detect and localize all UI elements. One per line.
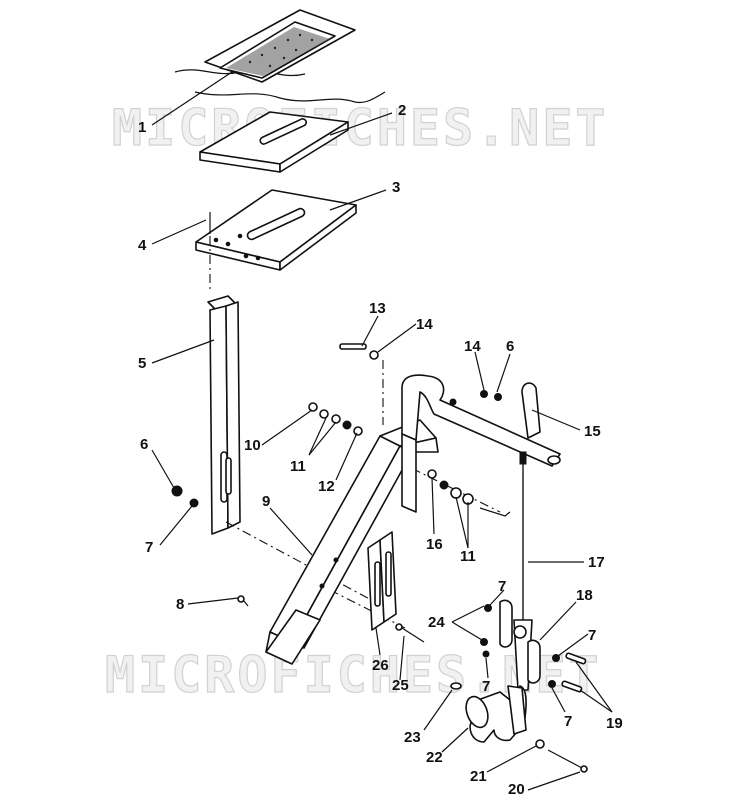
callout-6b: 6: [506, 338, 514, 355]
callout-22: 22: [426, 749, 443, 766]
callout-7: 7: [145, 539, 153, 556]
callout-11b: 11: [460, 548, 476, 565]
callout-7c: 7: [482, 678, 490, 695]
callout-17: 17: [588, 554, 605, 571]
callout-2: 2: [398, 102, 406, 119]
callout-10: 10: [244, 437, 261, 454]
leader-lines: [151, 71, 613, 791]
part-5-upright-bracket: [207, 295, 241, 535]
part-9-angled-tube: [265, 419, 439, 665]
centerline-b: [329, 589, 406, 629]
centerline-a: [225, 521, 391, 611]
part-1-floor-boot: [174, 9, 386, 104]
callout-labels: 1 2 3 4 5 6 7 8 9 10 11 12 13 14 14 6 15…: [138, 102, 623, 798]
part-15-handle-assembly: [401, 374, 561, 513]
callout-7d: 7: [588, 627, 596, 644]
callout-16: 16: [426, 536, 443, 553]
watermark-top: MICROFICHES.NET: [112, 99, 609, 157]
callout-5: 5: [138, 355, 146, 372]
callout-20: 20: [508, 781, 525, 798]
lower-linkage-assembly: [237, 595, 588, 773]
part-3-base-plate: [195, 189, 357, 271]
callout-4: 4: [138, 237, 147, 254]
callout-14b: 14: [464, 338, 481, 355]
callout-1: 1: [138, 119, 146, 136]
callout-18: 18: [576, 587, 593, 604]
callout-26: 26: [372, 657, 389, 674]
callout-14: 14: [416, 316, 433, 333]
callout-11: 11: [290, 458, 306, 475]
callout-7e: 7: [564, 713, 572, 730]
callout-25: 25: [392, 677, 409, 694]
callout-7b: 7: [498, 578, 506, 595]
part-26-slotted-bracket: [367, 531, 397, 631]
callout-3: 3: [392, 179, 400, 196]
callout-19: 19: [606, 715, 623, 732]
callout-24: 24: [428, 614, 445, 631]
callout-23: 23: [404, 729, 421, 746]
hardware-washers-nuts: [171, 343, 511, 517]
callout-8: 8: [176, 596, 184, 613]
callout-6: 6: [140, 436, 148, 453]
callout-15: 15: [584, 423, 601, 440]
callout-13: 13: [369, 300, 386, 317]
callout-21: 21: [470, 768, 487, 785]
callout-12: 12: [318, 478, 335, 495]
callout-9: 9: [262, 493, 270, 510]
